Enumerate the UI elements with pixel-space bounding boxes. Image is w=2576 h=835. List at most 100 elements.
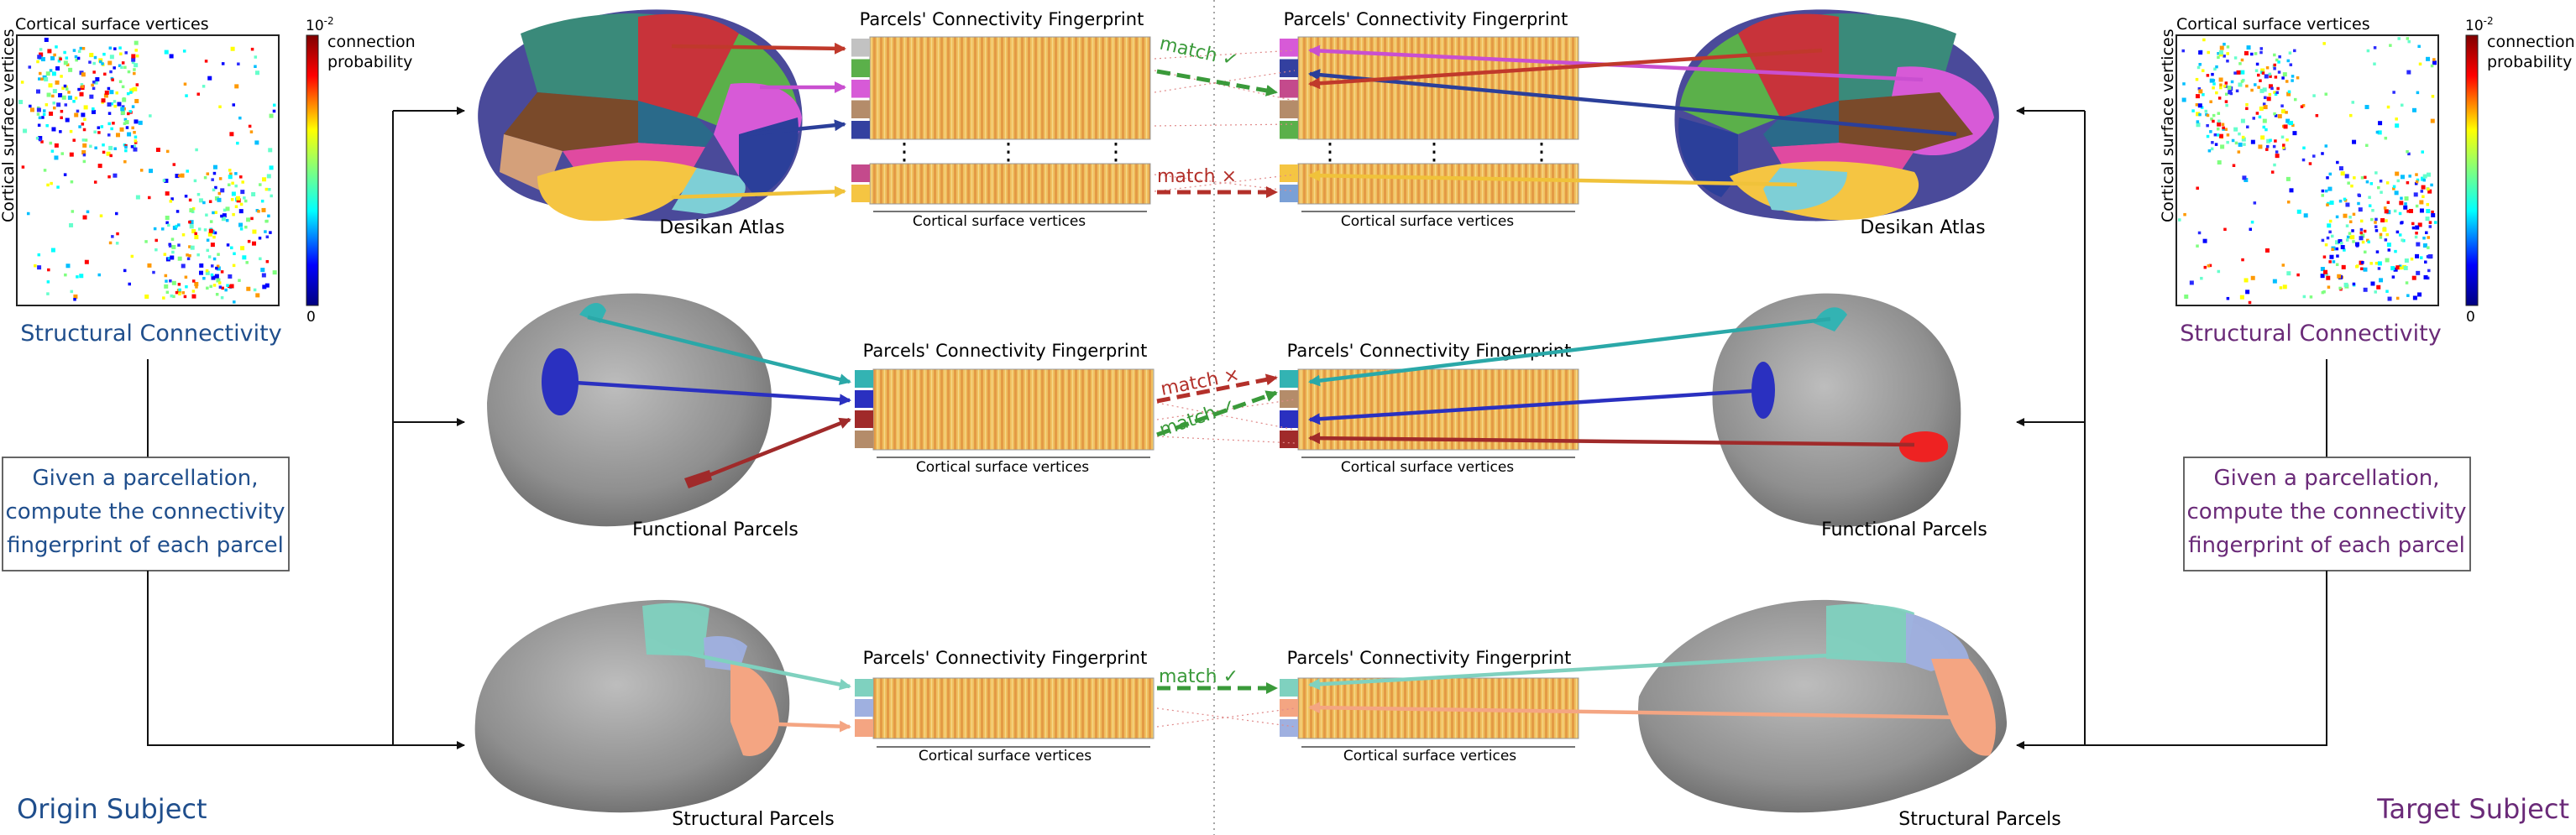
left-matrix-dot (106, 151, 111, 156)
left-matrix-dot (93, 180, 97, 184)
row2-match-1-label: match × (1159, 364, 1241, 400)
right-matrix-dot (2259, 47, 2263, 50)
right-matrix-dot (2303, 213, 2308, 218)
left-matrix-dot (177, 174, 181, 178)
right-colorbar-label-1: connection (2487, 33, 2575, 51)
right-matrix-dot (2431, 210, 2434, 214)
left-matrix-dot (104, 90, 109, 95)
left-matrix-dot (167, 257, 171, 260)
left-matrix-dot (191, 294, 196, 299)
left-matrix-dot (266, 174, 271, 179)
left-matrix-dot (259, 183, 262, 186)
left-matrix-dot (72, 49, 76, 52)
left-matrix-dot (225, 218, 229, 222)
left-matrix-dot (43, 169, 47, 172)
left-matrix-dot (193, 179, 197, 183)
right-matrix-dot (2335, 247, 2339, 251)
right-matrix-dot (2285, 118, 2291, 123)
left-matrix-dot (205, 269, 209, 273)
left-matrix-dot (38, 116, 42, 120)
left-matrix-dot (20, 81, 24, 84)
left-matrix-dot (270, 194, 273, 198)
right-matrix-dot (2398, 233, 2402, 237)
svg-text:⋮: ⋮ (1530, 138, 1553, 165)
left-matrix-dot (229, 172, 233, 175)
left-matrix-dot (247, 239, 251, 243)
right-matrix-dot (2277, 114, 2282, 119)
right-matrix-dot (2195, 103, 2199, 107)
right-matrix-dot (2425, 217, 2430, 222)
right-colorbar-exp: 10-2 (2465, 15, 2494, 34)
left-matrix-dot (181, 264, 186, 269)
left-matrix-dot (89, 52, 94, 57)
left-matrix-dot (109, 55, 114, 60)
right-matrix-dot (2350, 184, 2353, 188)
right-matrix-dot (2277, 60, 2280, 64)
right-matrix-dot (2379, 232, 2383, 237)
left-matrix-dot (124, 51, 128, 55)
left-matrix-dot (250, 47, 254, 51)
right-matrix-dot (2226, 45, 2230, 49)
left-box-line-1: Given a parcellation, (33, 466, 259, 491)
right-matrix-dot (2265, 65, 2270, 70)
right-matrix-dot (2285, 176, 2291, 181)
right-matrix-dot (2276, 86, 2280, 91)
right-matrix-dot (2351, 101, 2355, 104)
left-matrix-dot (99, 214, 103, 217)
left-matrix-dot (243, 196, 246, 200)
left-matrix-dot (230, 197, 234, 201)
left-matrix-dot (79, 274, 84, 279)
left-functional-brain: Functional Parcels (487, 293, 798, 540)
left-matrix-dot (211, 178, 214, 181)
right-matrix-dot (2336, 160, 2339, 164)
left-matrix-dot (230, 46, 235, 51)
right-matrix-dot (2320, 274, 2325, 279)
right-matrix-dot (2262, 118, 2267, 123)
right-matrix-dot (2377, 185, 2380, 190)
left-matrix-dot (205, 270, 210, 275)
right-matrix-dot (2419, 208, 2424, 213)
right-matrix-dot (2245, 107, 2249, 111)
right-matrix-dot (2324, 243, 2328, 247)
right-matrix-dot (2370, 281, 2375, 286)
right-matrix-dot (2364, 250, 2367, 254)
left-matrix-dot (212, 211, 215, 215)
left-matrix-dot (79, 46, 83, 50)
left-matrix-dot (177, 223, 181, 227)
left-matrix-dot (134, 119, 139, 124)
left-matrix-dot (206, 286, 209, 290)
left-matrix-dot (115, 211, 118, 216)
right-matrix-dot (2224, 92, 2228, 97)
row2-right-parcel-swatch-1 (1280, 390, 1298, 408)
right-matrix-dot (2259, 50, 2263, 55)
right-matrix-dot (2418, 62, 2422, 66)
left-matrix-dot (46, 292, 50, 295)
right-matrix-dot (2217, 51, 2220, 55)
left-box-line-3: fingerprint of each parcel (7, 533, 284, 558)
right-matrix-dot (2326, 176, 2329, 180)
right-matrix-dot (2213, 67, 2217, 71)
right-matrix-dot (2196, 65, 2201, 70)
right-matrix-dot (2422, 174, 2427, 179)
left-matrix-dot (262, 177, 267, 182)
left-matrix-dot (175, 210, 180, 213)
right-matrix-dot (2214, 143, 2218, 146)
left-matrix-dot (222, 213, 227, 218)
svg-text:⋮: ⋮ (1104, 138, 1128, 165)
left-matrix-dot (228, 175, 233, 180)
right-matrix-dot (2209, 100, 2212, 103)
left-matrix-dot (76, 109, 80, 113)
right-matrix-dot (2408, 175, 2411, 178)
left-matrix-dot (236, 196, 241, 201)
right-matrix-dot (2321, 189, 2325, 193)
right-matrix-dot (2360, 176, 2364, 180)
right-matrix-dot (2404, 202, 2407, 206)
right-matrix-dot (2352, 282, 2356, 286)
row2-right-parcel-swatch-2 (1280, 410, 1298, 428)
right-matrix-dot (2196, 112, 2201, 117)
left-matrix-dot (76, 56, 81, 60)
right-matrix-dot (2369, 262, 2373, 265)
right-matrix-dot (2252, 117, 2255, 120)
right-matrix-dot (2197, 231, 2202, 235)
left-matrix-dot (72, 138, 76, 142)
